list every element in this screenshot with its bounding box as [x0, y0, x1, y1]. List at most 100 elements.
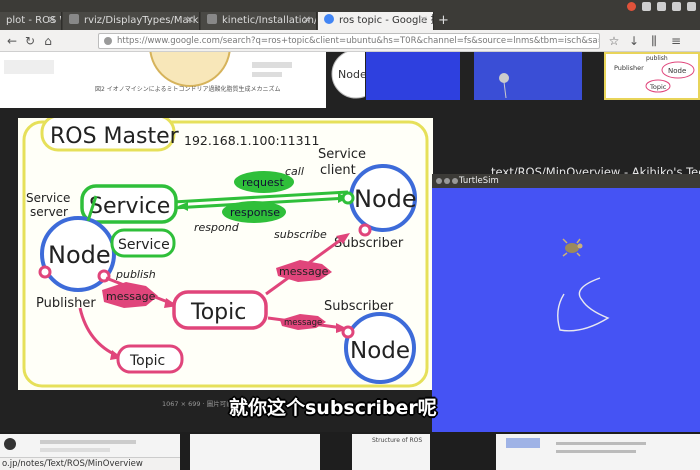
service-client-label-2: client: [320, 163, 356, 178]
result-thumbnail-node[interactable]: Node: [330, 49, 381, 100]
mitochondria-figure: [4, 5, 292, 87]
reload-icon[interactable]: ↻: [24, 34, 36, 48]
subscriber-top-label: Subscriber: [334, 236, 404, 251]
service-box: [80, 184, 178, 224]
turtlesim-title: TurtleSim: [459, 176, 499, 186]
tab-label: plot - ROS Wiki: [6, 15, 61, 26]
subscribe-label: subscribe: [274, 228, 327, 241]
service-server-label-2: server: [30, 205, 68, 219]
new-tab-button[interactable]: +: [438, 13, 449, 28]
page-favicon-icon: [207, 14, 217, 24]
tab-kinetic-installation[interactable]: kinetic/Installation/Ubu ✕: [201, 12, 317, 30]
back-icon[interactable]: ←: [6, 34, 18, 48]
message-top-label: message: [279, 265, 329, 278]
close-icon[interactable]: [436, 178, 442, 184]
message-left-label: message: [106, 290, 156, 303]
tab-label: kinetic/Installation/Ubu: [222, 15, 317, 26]
result-thumbnail-turtle[interactable]: [474, 52, 582, 100]
tab-label: ros topic - Google 搜尋: [339, 15, 433, 26]
address-bar[interactable]: https://www.google.com/search?q=ros+topi…: [98, 33, 600, 49]
tab-label: rviz/DisplayTypes/Mark: [84, 15, 199, 26]
thumb-node-label: Node: [668, 67, 686, 75]
message-top-badge: [276, 260, 332, 282]
page-favicon-icon: [69, 14, 79, 24]
publisher-label: Publisher: [36, 296, 96, 311]
message-right-badge: [280, 314, 326, 330]
subscriber-bottom-label: Subscriber: [324, 299, 394, 314]
turtlesim-titlebar[interactable]: TurtleSim: [432, 174, 700, 188]
turtlesim-window[interactable]: TurtleSim: [432, 174, 700, 454]
result-thumbnail-rviz[interactable]: [366, 52, 460, 100]
thumb-publish-label: publish: [646, 55, 668, 62]
tab-google-search[interactable]: ros topic - Google 搜尋 ✕: [318, 12, 434, 30]
downloads-icon[interactable]: ↓: [628, 34, 640, 48]
request-badge: [234, 171, 294, 193]
topic-label: Topic: [190, 300, 246, 325]
related-thumbnail-diagram[interactable]: [190, 434, 320, 470]
home-icon[interactable]: ⌂: [44, 34, 52, 48]
structure-caption: Structure of ROS: [372, 437, 423, 444]
related-thumbnail-service-diagram[interactable]: [496, 434, 700, 470]
request-label: request: [242, 176, 285, 189]
video-subtitle: 就你这个subscriber呢: [229, 397, 437, 419]
result-caption: 図2 イオノマイシンによるミトコンドリア過酸化脂質生成メカニズム: [95, 86, 281, 93]
node-bottom-label: Node: [350, 338, 410, 364]
topic-small-box: [116, 344, 184, 374]
master-address: 192.168.1.100:11311: [184, 133, 319, 148]
minimize-icon[interactable]: [444, 178, 450, 184]
close-icon[interactable]: ✕: [302, 15, 311, 26]
call-label: call: [285, 165, 304, 178]
close-icon[interactable]: ✕: [47, 15, 56, 26]
response-label: response: [230, 206, 280, 219]
result-thumbnail-ros-diagram[interactable]: publish Publisher Node Topic: [604, 52, 700, 100]
tab-rviz[interactable]: rviz/DisplayTypes/Mark ✕: [63, 12, 200, 30]
keyboard-icon[interactable]: [672, 1, 681, 11]
turtlesim-canvas: [432, 188, 700, 454]
service-small-label: Service: [118, 237, 170, 253]
close-icon[interactable]: ✕: [419, 15, 428, 26]
node-left-label: Node: [48, 241, 111, 269]
maximize-icon[interactable]: [452, 178, 458, 184]
library-icon[interactable]: ⫼: [651, 34, 657, 48]
volume-icon[interactable]: [687, 1, 696, 11]
message-right-label: message: [284, 318, 322, 328]
info-icon[interactable]: [104, 37, 112, 45]
node-bottom-circle: [344, 312, 416, 384]
service-server-label: Service: [26, 191, 70, 205]
turtle-path: [557, 277, 610, 332]
image-size-caption: 1067 × 699 · 圖片可能受版權保護。: [162, 400, 272, 408]
thumb-node-label: Node: [338, 68, 365, 81]
address-bar-url: https://www.google.com/search?q=ros+topi…: [117, 36, 599, 46]
related-thumbnail-structure[interactable]: [352, 434, 430, 470]
status-bar-url: o.jp/notes/Text/ROS/MinOverview: [0, 457, 180, 470]
system-tray: [627, 0, 696, 12]
thumb-topic-label: Topic: [649, 83, 667, 91]
respond-label: respond: [194, 221, 240, 234]
topic-box: [172, 290, 268, 330]
node-client-label: Node: [354, 185, 417, 213]
ubuntu-app-icon[interactable]: [627, 1, 636, 11]
service-client-label: Service: [318, 147, 366, 162]
wifi-icon[interactable]: [657, 1, 666, 11]
result-thumbnail-mitochondria[interactable]: [0, 5, 326, 108]
dropbox-icon[interactable]: [642, 1, 651, 11]
browser-tab-bar: plot - ROS Wiki ✕ rviz/DisplayTypes/Mark…: [0, 0, 700, 30]
thumb-publisher-label: Publisher: [614, 64, 644, 72]
menu-icon[interactable]: ≡: [670, 34, 682, 48]
browser-nav-bar: ← ↻ ⌂ https://www.google.com/search?q=ro…: [0, 30, 700, 52]
response-badge: [222, 201, 286, 223]
message-left-badge: [102, 282, 158, 308]
node-left-circle: [40, 216, 116, 292]
publish-label: publish: [115, 268, 156, 281]
master-title: ROS Master: [50, 124, 180, 149]
turtle-icon: [562, 238, 583, 257]
ros-overview-diagram[interactable]: ROS Master 192.168.1.100:11311 request r…: [18, 114, 433, 390]
topic-small-label: Topic: [129, 353, 165, 369]
service-small-box: [110, 228, 176, 258]
service-box-label: Service: [89, 194, 170, 219]
close-icon[interactable]: ✕: [185, 15, 194, 26]
bookmark-star-icon[interactable]: ☆: [608, 34, 620, 48]
google-favicon-icon: [324, 14, 334, 24]
tab-ros-wiki[interactable]: plot - ROS Wiki ✕: [0, 12, 62, 30]
